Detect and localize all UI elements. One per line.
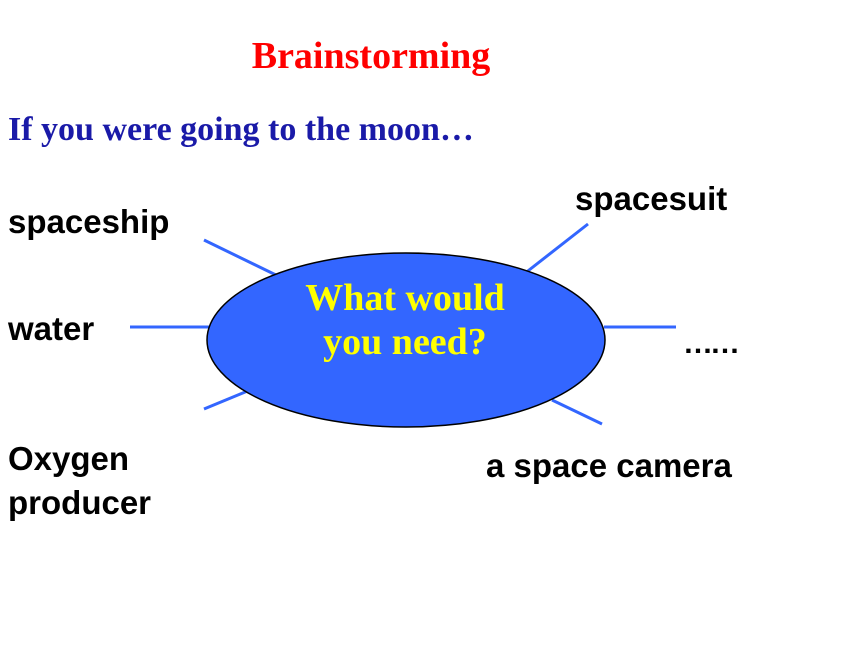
central-question-line-1: What would (305, 277, 505, 319)
branch-oxygen-line-2: producer (8, 484, 152, 521)
branch-spacesuit: spacesuit (575, 180, 728, 217)
central-question-line-2: you need? (323, 321, 487, 363)
connector-camera (551, 398, 603, 426)
slide-title: Brainstorming (251, 35, 491, 77)
central-question: What would you need? (235, 276, 575, 364)
branch-oxygen-producer: Oxygen producer (8, 437, 151, 525)
connector-spaceship (203, 238, 279, 278)
branch-ellipsis: …… (683, 327, 740, 360)
slide-prompt: If you were going to the moon… (8, 111, 474, 148)
branch-oxygen-line-1: Oxygen (8, 440, 130, 477)
connector-spacesuit (523, 222, 589, 276)
branch-space-camera: a space camera (486, 447, 732, 484)
connector-oxygen (203, 388, 251, 411)
branch-spaceship: spaceship (8, 203, 170, 240)
branch-water: water (8, 310, 95, 347)
central-ellipse (206, 252, 606, 428)
